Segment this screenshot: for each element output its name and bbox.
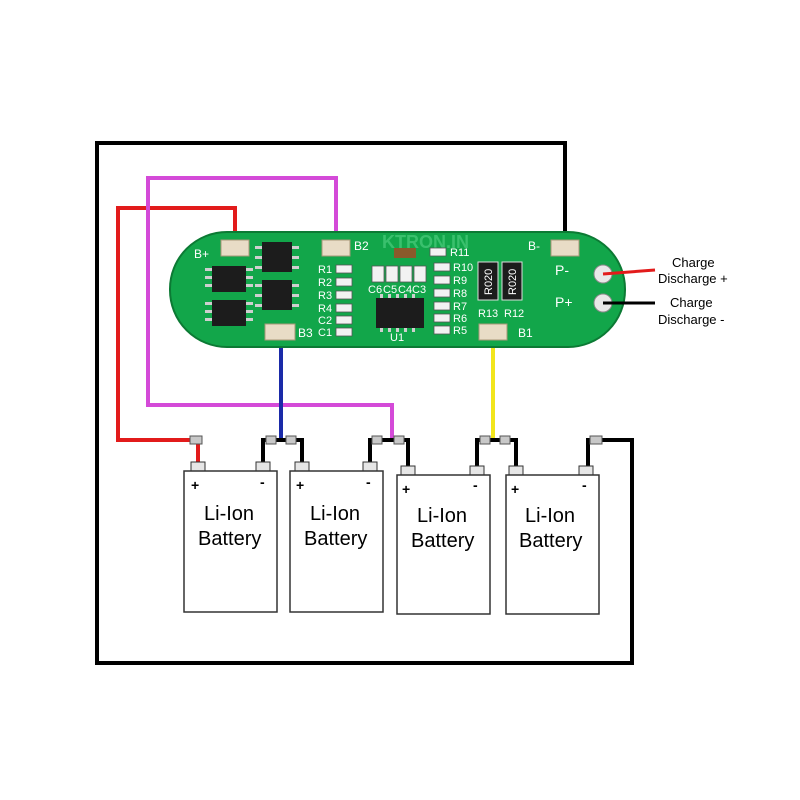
battery-1-minus: - (260, 474, 265, 490)
comp-c6: C6 (368, 284, 382, 296)
pad-b3-label: B3 (298, 326, 313, 340)
pad-bminus-label: B- (528, 239, 540, 253)
battery-3: + - Li-Ion Battery (396, 465, 491, 615)
pad-bminus (550, 239, 580, 257)
comp-r5: R5 (453, 325, 467, 337)
battery-4: + - Li-Ion Battery (505, 465, 600, 615)
comp-c5: C5 (383, 284, 397, 296)
right-smd-parts (429, 247, 451, 335)
magenta-wire-b2 (146, 176, 394, 440)
comp-r6: R6 (453, 313, 467, 325)
label-charge-minus-2: Discharge - (658, 312, 724, 327)
comp-r2: R2 (318, 277, 332, 289)
pad-b1-label: B1 (518, 326, 533, 340)
battery-1-plus: + (191, 477, 199, 493)
pad-b2 (321, 239, 351, 257)
battery-2-line1: Li-Ion (310, 503, 360, 525)
mosfet-pins (205, 246, 299, 321)
red-wire-pplus (602, 268, 656, 276)
comp-c2: C2 (318, 315, 332, 327)
comp-c3: C3 (412, 284, 426, 296)
pad-b2-label: B2 (354, 239, 369, 253)
left-smd-parts (335, 264, 353, 337)
battery-3-line2: Battery (411, 530, 474, 552)
battery-3-plus: + (402, 481, 410, 497)
battery-2-plus: + (296, 477, 304, 493)
battery-4-plus: + (511, 481, 519, 497)
comp-r12: R12 (504, 308, 524, 320)
pcb-watermark: KTRON.IN (382, 232, 469, 252)
comp-r8: R8 (453, 288, 467, 300)
battery-4-line1: Li-Ion (525, 505, 575, 527)
battery-2: + - Li-Ion Battery (289, 461, 384, 613)
battery-2-minus: - (366, 474, 371, 490)
label-charge-plus-1: Charge (672, 255, 715, 270)
battery-3-line1: Li-Ion (417, 505, 467, 527)
comp-c4: C4 (398, 284, 412, 296)
comp-r11: R11 (450, 247, 469, 259)
pad-bplus-label: B+ (194, 247, 209, 261)
comp-r10: R10 (453, 262, 473, 274)
top-cap (394, 248, 416, 258)
comp-r9: R9 (453, 275, 467, 287)
comp-shunt-2: R020 (507, 269, 519, 295)
pad-b3 (264, 323, 296, 341)
bms-pcb: KTRON.IN B+ B2 B- B3 B1 P- P+ (169, 231, 626, 348)
label-charge-minus-1: Charge (670, 295, 713, 310)
pad-pplus-label: P+ (555, 294, 573, 310)
comp-r1: R1 (318, 264, 332, 276)
comp-r13: R13 (478, 308, 498, 320)
battery-1: + - Li-Ion Battery (183, 461, 278, 613)
comp-c1: C1 (318, 327, 332, 339)
cap-row (371, 265, 427, 283)
ic-u1-pins (380, 294, 415, 332)
pad-pminus-label: P- (555, 262, 569, 278)
battery-links (261, 438, 518, 470)
comp-r3: R3 (318, 290, 332, 302)
ic-u1 (376, 298, 424, 328)
battery-3-minus: - (473, 477, 478, 493)
battery-1-line1: Li-Ion (204, 503, 254, 525)
label-charge-plus-2: Discharge + (658, 271, 728, 286)
comp-u1: U1 (390, 332, 404, 344)
comp-shunt-1: R020 (483, 269, 495, 295)
shunt-resistor-1 (477, 261, 499, 301)
battery-4-line2: Battery (519, 530, 582, 552)
pad-b1 (478, 323, 508, 341)
comp-r4: R4 (318, 303, 332, 315)
pad-bplus (220, 239, 250, 257)
battery-4-minus: - (582, 477, 587, 493)
battery-2-line2: Battery (304, 528, 367, 550)
shunt-resistor-2 (501, 261, 523, 301)
battery-1-line2: Battery (198, 528, 261, 550)
junction-caps (189, 435, 603, 445)
mosfet-chips (212, 242, 292, 326)
red-wire-bplus (116, 206, 237, 470)
comp-r7: R7 (453, 301, 467, 313)
